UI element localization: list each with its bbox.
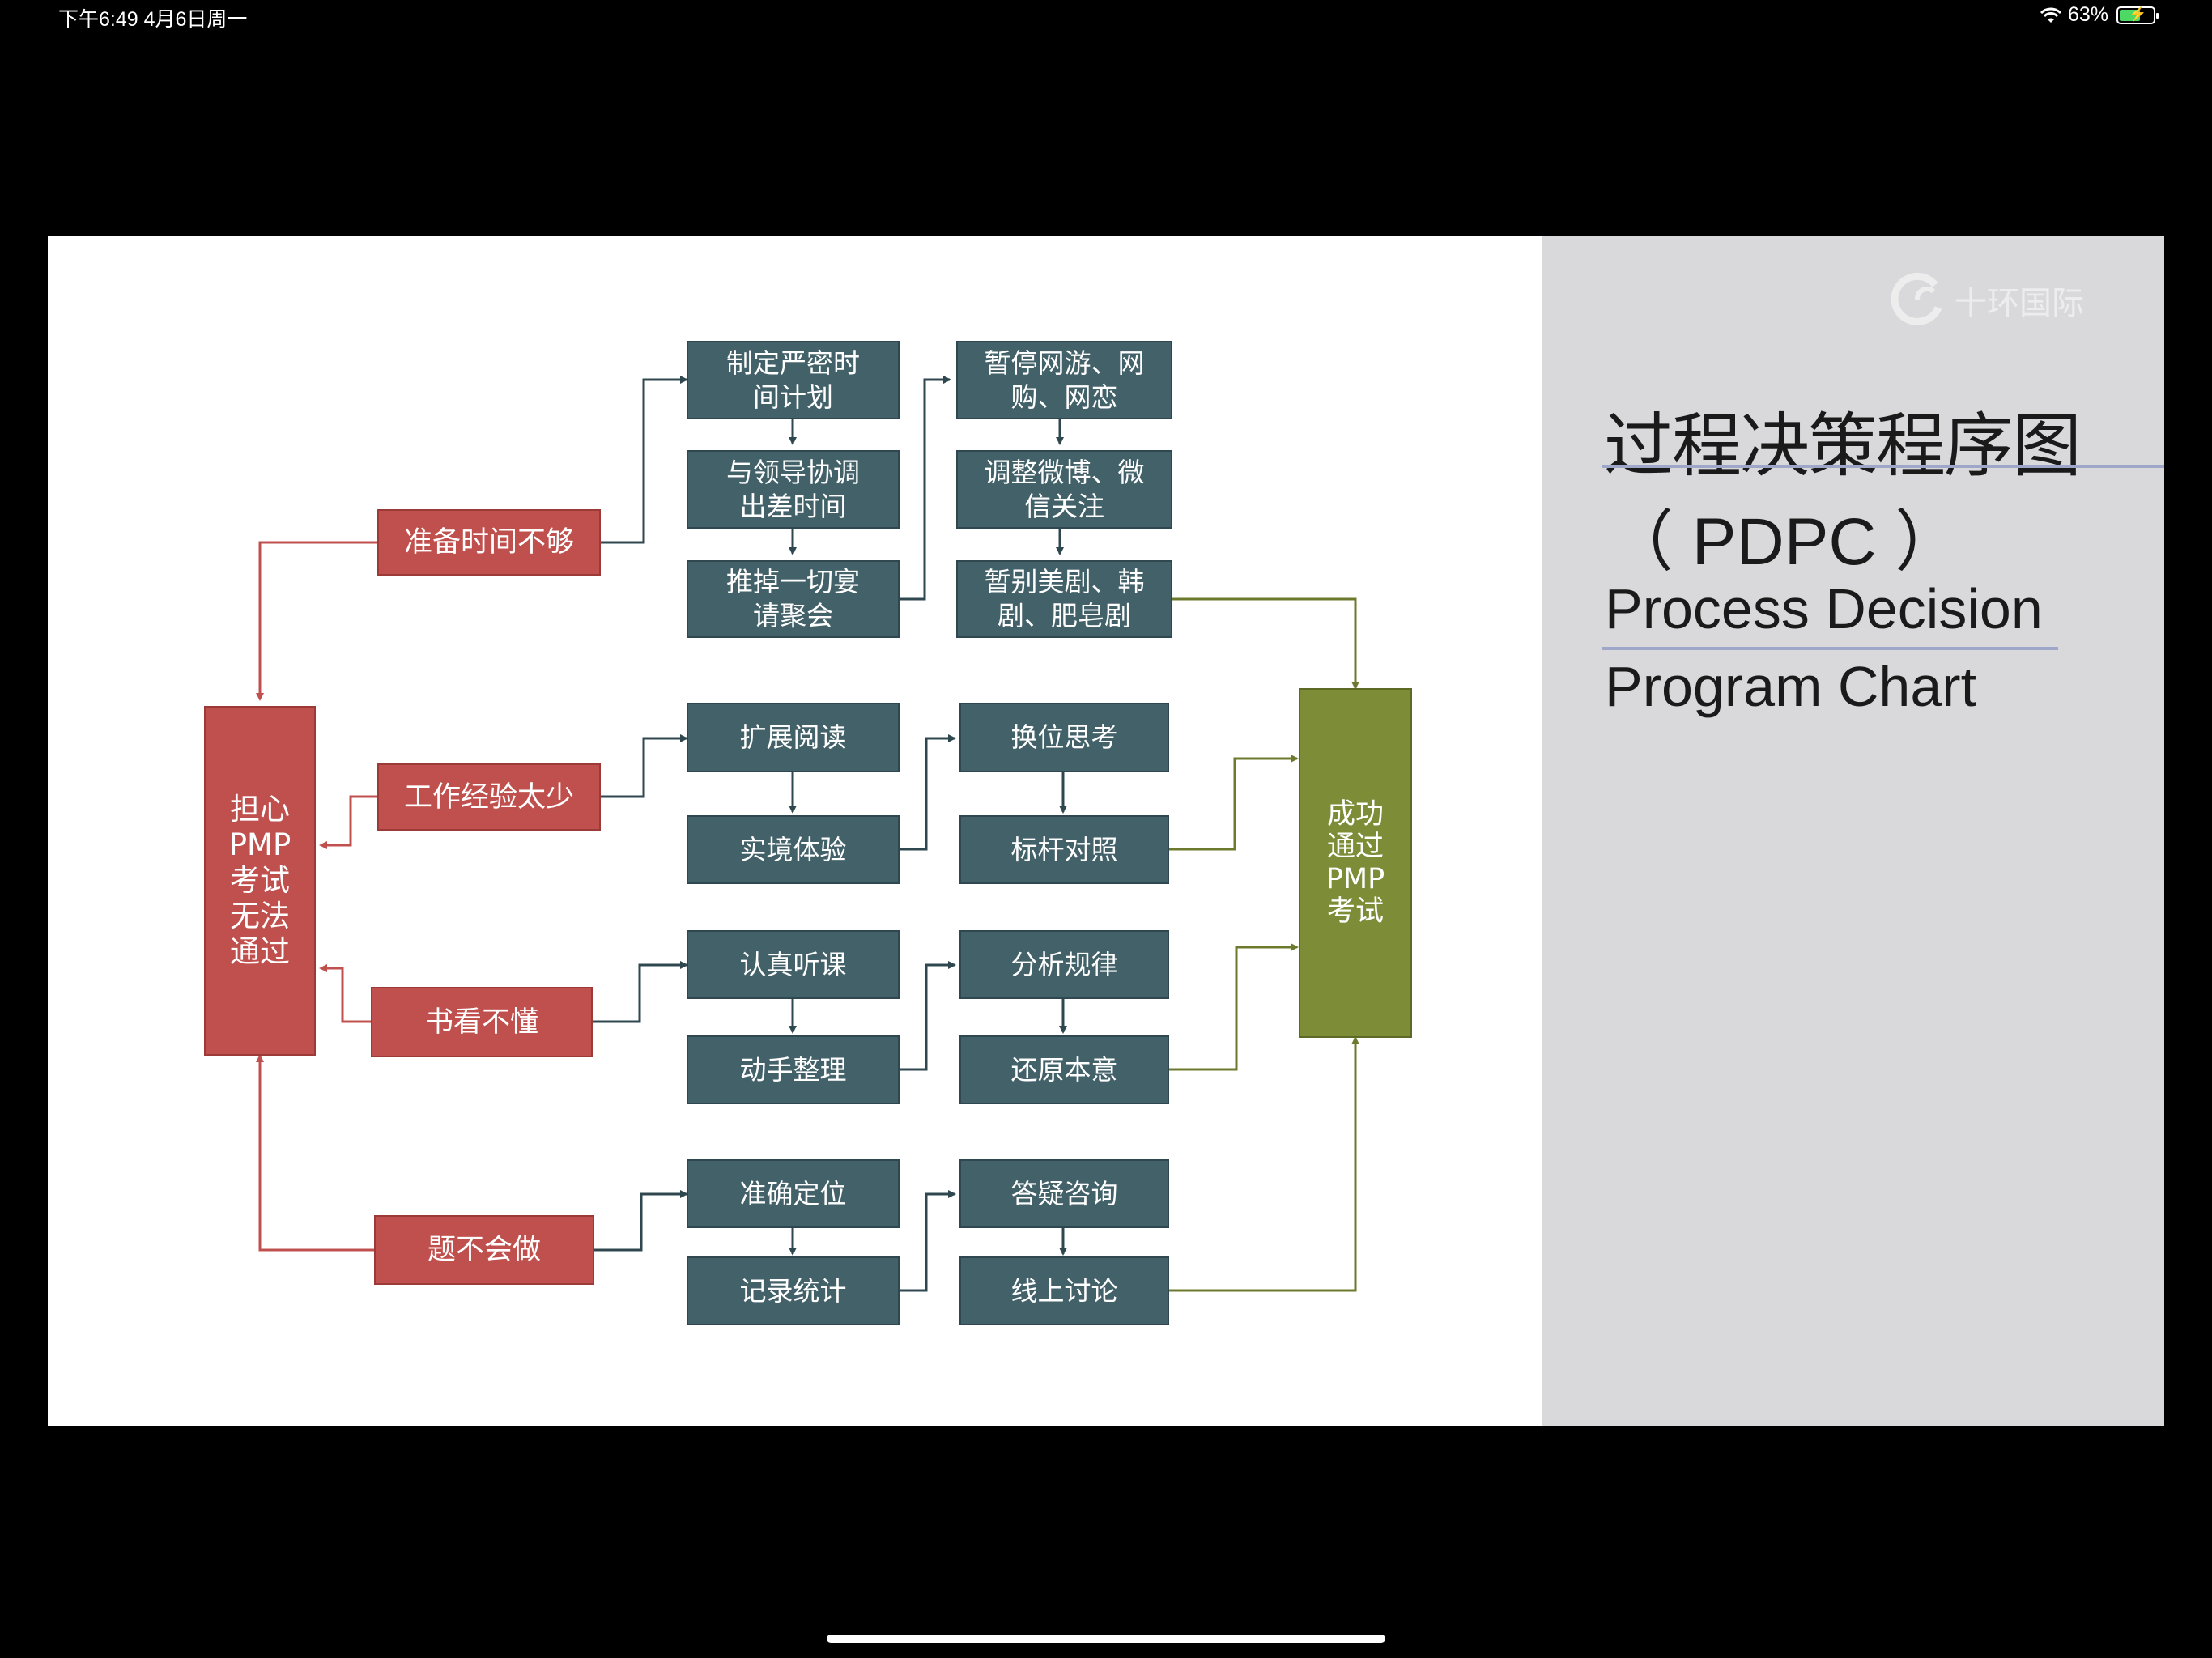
- logo-swirl-icon: [1891, 272, 1942, 325]
- action-box: 分析规律: [959, 930, 1169, 999]
- arrow-risk2-worry: [319, 795, 377, 849]
- arrow-r4-success: [1169, 1036, 1359, 1292]
- action-box: 线上讨论: [959, 1256, 1169, 1325]
- slide-title: 过程决策程序图: [1604, 406, 2082, 487]
- status-time-date: 下午6:49 4月6日周一: [58, 8, 248, 31]
- arrow-r1-success: [1172, 597, 1359, 690]
- worry-box: 担心 PMP 考试 无法 通过: [204, 706, 316, 1056]
- watermark-logo: 十环国际: [1885, 267, 2120, 332]
- slide-subtitle-line2: Program Chart: [1605, 655, 1977, 718]
- action-box: 认真听课: [687, 930, 900, 999]
- arrow-risk2-c1: [601, 734, 688, 798]
- arrow-risk1-c1: [601, 376, 688, 544]
- battery-fill: [2120, 9, 2140, 21]
- risk-box-reading: 书看不懂: [371, 987, 593, 1057]
- risk-box-experience: 工作经验太少: [377, 763, 601, 831]
- home-indicator[interactable]: [827, 1635, 1385, 1643]
- action-box: 与领导协调 出差时间: [687, 450, 900, 529]
- arrow-r1-c1-c2: [900, 376, 951, 601]
- connector-lines: [256, 376, 1359, 1292]
- slide-subtitle-line1: Process Decision: [1605, 577, 2043, 640]
- action-box: 暂别美剧、韩 剧、肥皂剧: [956, 560, 1172, 638]
- action-box: 记录统计: [687, 1256, 900, 1325]
- risk-box-questions: 题不会做: [374, 1215, 594, 1285]
- title-panel: [1542, 236, 2164, 1426]
- risk-box-time: 准备时间不够: [377, 509, 601, 576]
- presentation-slide: 担心 PMP 考试 无法 通过 成功 通过 PMP 考试 准备时间不够 工作经验…: [48, 236, 2164, 1426]
- action-box: 实境体验: [687, 815, 900, 884]
- action-box: 换位思考: [959, 703, 1169, 772]
- arrow-risk3-c1: [593, 961, 688, 1023]
- action-box: 制定严密时 间计划: [687, 341, 900, 419]
- action-box: 动手整理: [687, 1035, 900, 1104]
- arrow-r3-c1-c2: [900, 961, 956, 1071]
- action-box: 扩展阅读: [687, 703, 900, 772]
- title-divider: [1602, 465, 2164, 468]
- action-box: 准确定位: [687, 1159, 900, 1228]
- action-box: 推掉一切宴 请聚会: [687, 560, 900, 638]
- arrow-risk3-worry: [319, 964, 371, 1023]
- arrow-r3-success: [1169, 943, 1299, 1071]
- wifi-icon: [2040, 7, 2062, 23]
- arrow-r2-c1-c2: [900, 734, 956, 851]
- status-right: 63% ⚡: [2039, 3, 2159, 27]
- arrow-risk4-c1: [594, 1190, 688, 1252]
- action-box: 标杆对照: [959, 815, 1169, 884]
- arrow-r2-success: [1169, 755, 1299, 851]
- action-box: 调整微博、微 信关注: [956, 450, 1172, 529]
- arrow-risk1-worry: [256, 541, 377, 701]
- arrow-r4-c1-c2: [900, 1190, 956, 1292]
- arrow-risk4-worry: [256, 1054, 374, 1252]
- battery-percentage: 63%: [2067, 3, 2108, 26]
- action-box: 暂停网游、网 购、网恋: [956, 341, 1172, 419]
- slide-abbreviation: （ PDPC ）: [1607, 505, 1962, 579]
- success-box: 成功 通过 PMP 考试: [1299, 688, 1412, 1038]
- subtitle-divider: [1602, 647, 2058, 650]
- action-box: 还原本意: [959, 1035, 1169, 1104]
- status-bar: 下午6:49 4月6日周一 63% ⚡: [0, 0, 2212, 36]
- charging-bolt-icon: ⚡: [2129, 5, 2147, 22]
- action-box: 答疑咨询: [959, 1159, 1169, 1228]
- battery-icon: ⚡: [2116, 5, 2159, 24]
- watermark-text: 十环国际: [1955, 285, 2084, 322]
